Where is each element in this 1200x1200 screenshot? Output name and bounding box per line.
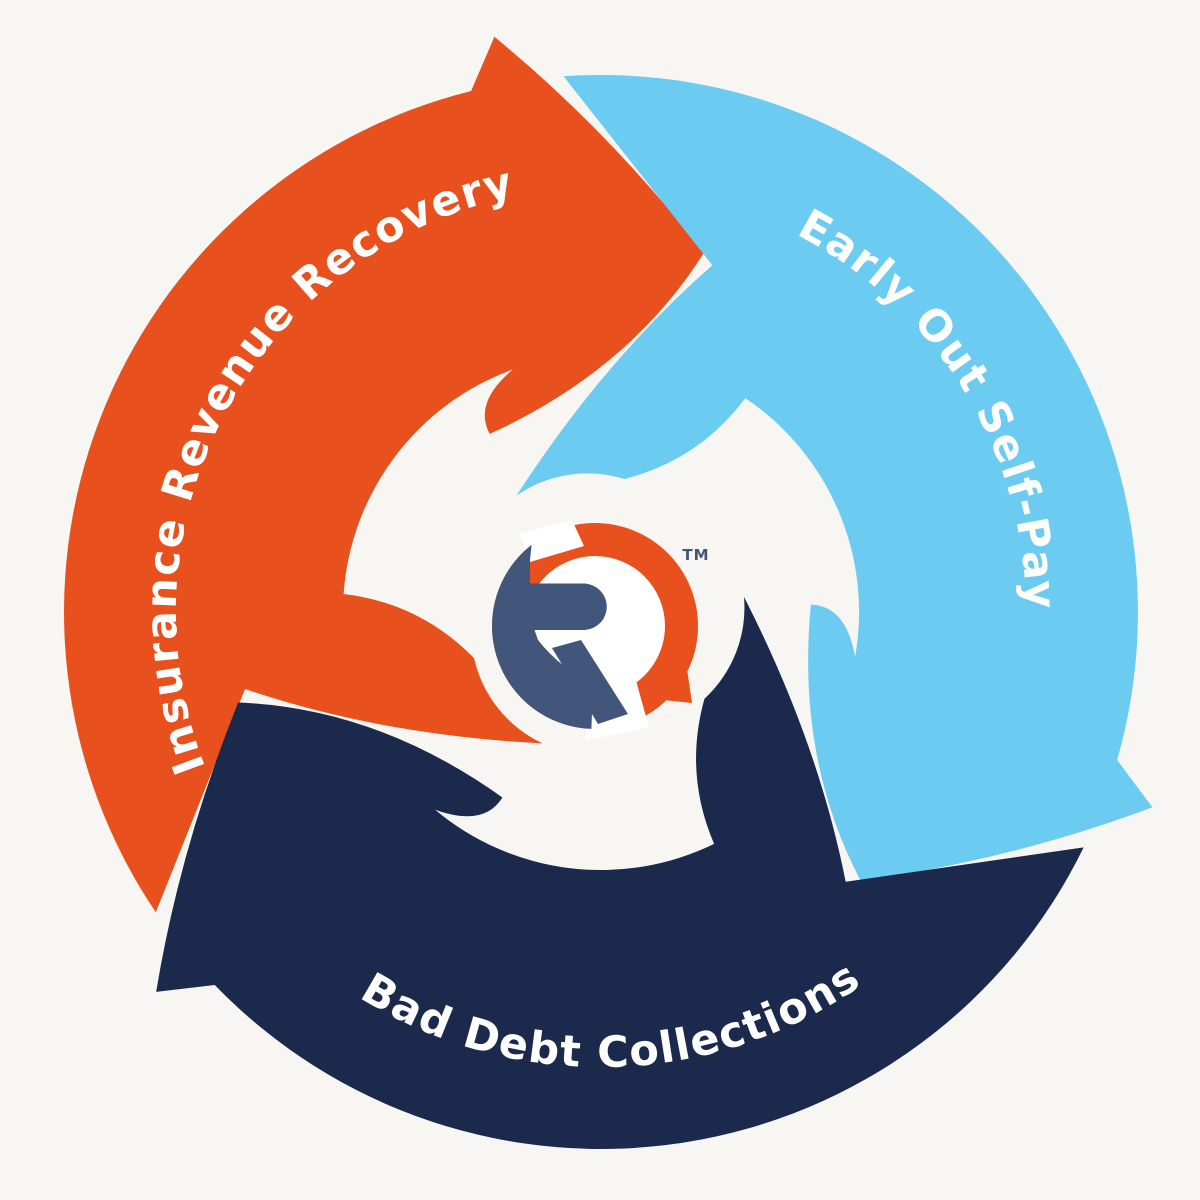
- logo-notch-top: [519, 520, 584, 562]
- trademark-label: TM: [682, 546, 709, 564]
- center-logo: TM: [492, 520, 709, 741]
- logo-letter-leg: [552, 640, 628, 724]
- logo-ring-tip: [644, 662, 692, 703]
- logo-letter-bowl: [530, 583, 607, 630]
- logo-letter-stem: [492, 544, 593, 729]
